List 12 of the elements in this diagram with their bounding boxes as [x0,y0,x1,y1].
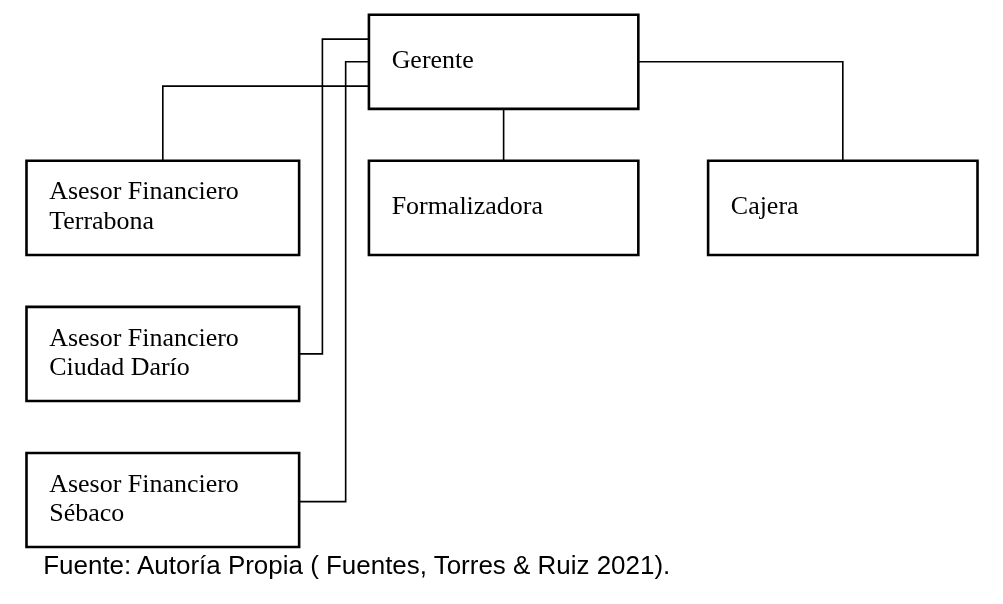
connector [161,85,369,162]
connector [298,38,369,355]
connector [637,61,844,161]
node-box: Asesor Financiero Terrabona [24,159,300,257]
connector [502,108,504,162]
caption: Fuente: Autoría Propia ( Fuentes, Torres & Ruiz 2021). [42,550,670,581]
node-box: Formalizadora [367,159,640,257]
connector [298,61,369,503]
node-box: Asesor Financiero Ciudad Darío [24,305,300,403]
node-box: Cajera [706,159,979,257]
node-box: Gerente [367,13,640,111]
node-box: Asesor Financiero Sébaco [24,451,300,549]
